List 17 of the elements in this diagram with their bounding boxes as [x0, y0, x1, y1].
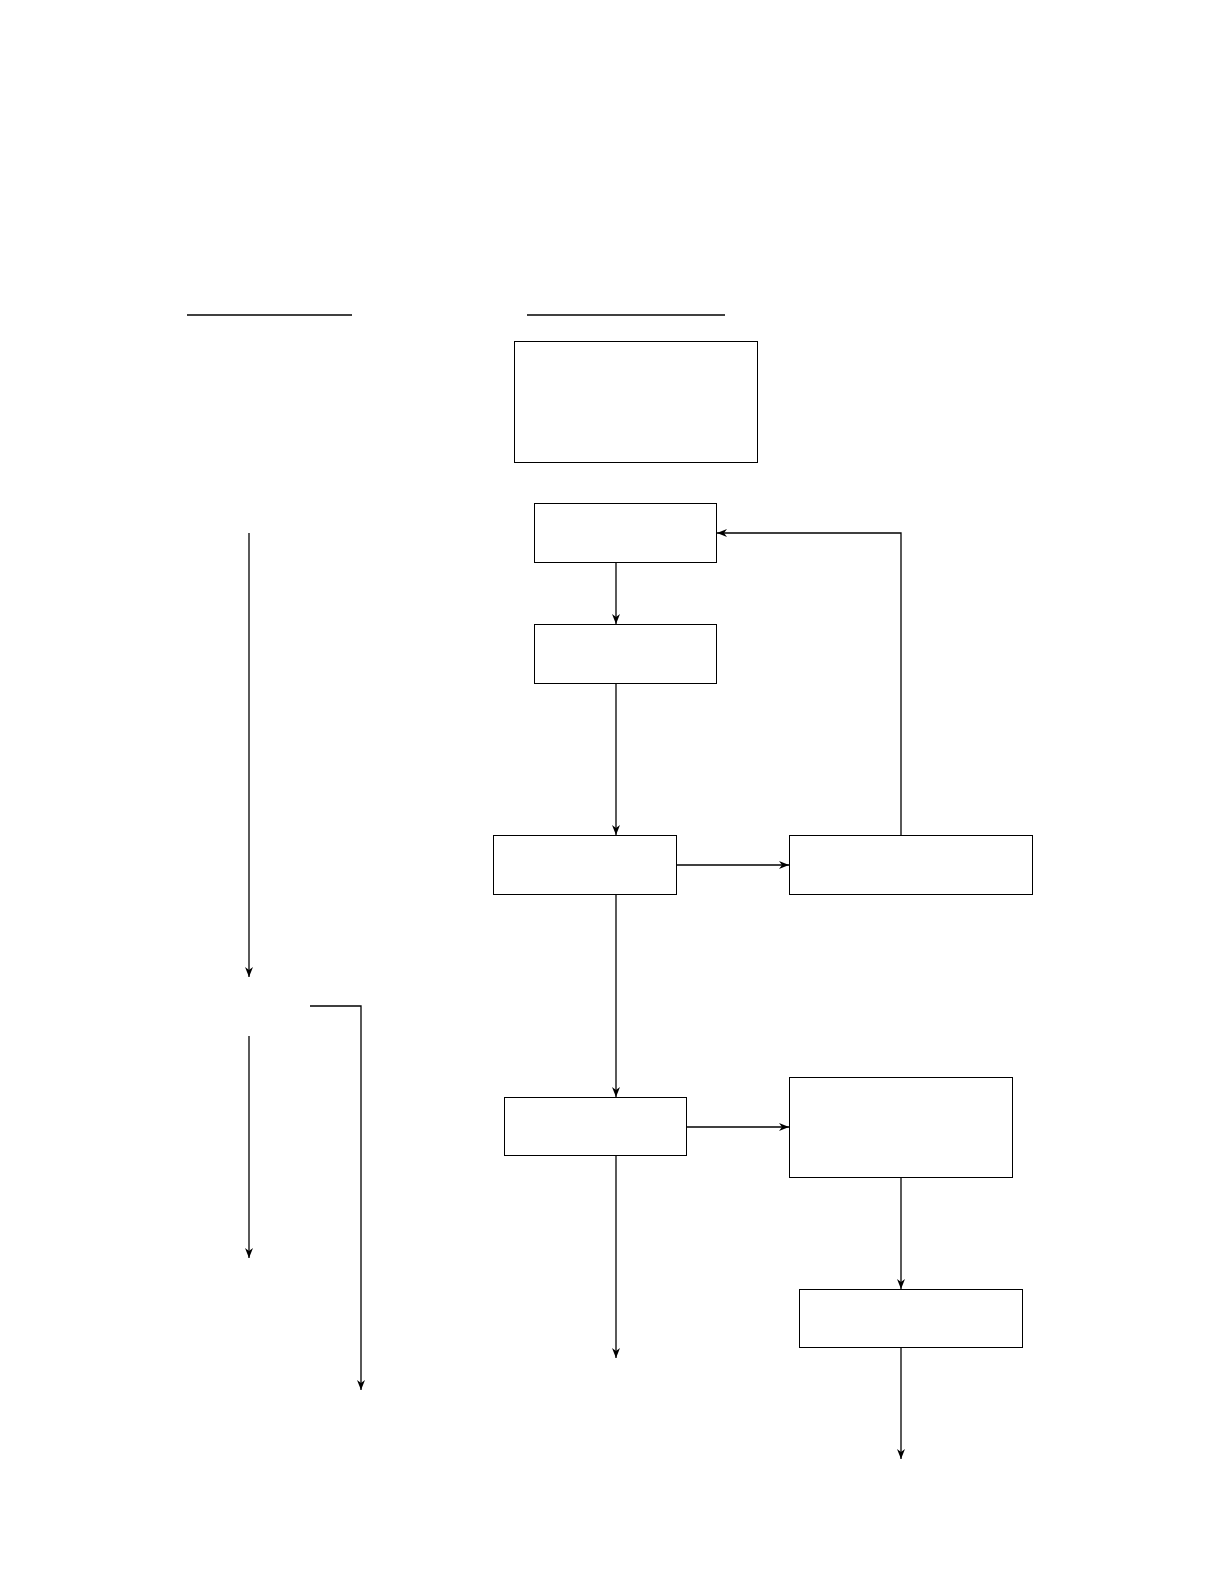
arrow: [612, 1155, 620, 1359]
process-box: [789, 835, 1033, 895]
process-box: [534, 503, 717, 563]
arrow: [612, 683, 620, 836]
arrow: [716, 529, 902, 836]
arrow: [612, 894, 620, 1098]
process-box: [514, 341, 758, 463]
process-box: [789, 1077, 1013, 1178]
process-box: [504, 1097, 687, 1156]
process-box: [799, 1289, 1023, 1348]
process-box: [534, 624, 717, 684]
arrow: [897, 1347, 905, 1460]
arrow: [897, 1177, 905, 1290]
arrow: [612, 562, 620, 625]
arrow: [676, 861, 790, 869]
process-box: [493, 835, 677, 895]
arrow: [686, 1123, 790, 1131]
